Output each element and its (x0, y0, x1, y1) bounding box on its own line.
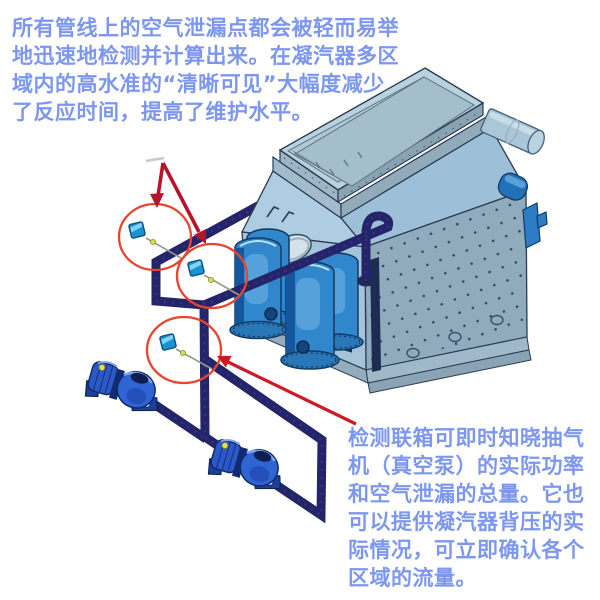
base-skirt-lower (367, 349, 532, 394)
inlet-cylinder (480, 108, 545, 155)
detection-point-3 (145, 315, 223, 385)
hopper-funnel (278, 67, 485, 191)
detection-point-1 (117, 202, 193, 272)
bottom-annotation-line: 机（真空泵）的实际功率 (348, 454, 585, 478)
recessed-panel-2 (370, 257, 381, 372)
waterbox-cylinders (229, 228, 364, 370)
annotation-arrows (150, 162, 357, 426)
arrow-to-point-2 (161, 162, 206, 244)
bottom-annotation-line: 和空气泄漏的总量。它也 (348, 482, 585, 506)
top-annotation-line: 域内的高水准的“清晰可见”大幅度减少 (12, 72, 385, 96)
top-annotation: 所有管线上的空气泄漏点都会被轻而易举 地迅速地检测并计算出来。在凝汽器多区 域内… (12, 14, 399, 126)
pipe-pump-loop (202, 356, 327, 524)
bottom-annotation: 检测联箱可即时知晓抽气 机（真空泵）的实际功率 和空气泄漏的总量。它也 可以提供… (348, 424, 585, 592)
highlight-circle-2 (175, 242, 249, 310)
sensor3-dot (179, 349, 186, 356)
corner-blue-cylinder (497, 172, 529, 201)
pump1-yellow-dot (98, 364, 106, 371)
bottom-annotation-line: 区域的流量。 (348, 566, 477, 590)
sensor1-dot (149, 238, 156, 245)
pump2-yellow-dot (221, 442, 229, 449)
arrow-to-point-1 (150, 162, 165, 208)
top-annotation-line: 地迅速地检测并计算出来。在凝汽器多区 (12, 44, 399, 68)
vacuum-pump-2 (207, 439, 281, 490)
sensor2-dot (207, 276, 214, 283)
top-annotation-line: 了反应时间，提高了维护水平。 (12, 100, 313, 124)
bottom-annotation-line: 际情况，可立即确认各个 (348, 538, 585, 562)
pipe-upper-run (151, 192, 279, 310)
top-annotation-line: 所有管线上的空气泄漏点都会被轻而易举 (12, 16, 399, 40)
arrow-to-point-3 (217, 355, 357, 426)
right-edge-fitting (522, 202, 548, 249)
vacuum-pump-1 (84, 361, 158, 412)
bracket-clips (266, 206, 295, 223)
highlight-circle-3 (145, 315, 223, 385)
waterbox-front-right (280, 261, 340, 370)
bottom-annotation-line: 可以提供凝汽器背压的实 (348, 510, 585, 534)
detection-point-2 (175, 242, 249, 310)
bottom-annotation-line: 检测联箱可即时知晓抽气 (348, 426, 585, 450)
gray-tick-mark (145, 156, 165, 163)
tube-sheet-face (364, 189, 528, 371)
